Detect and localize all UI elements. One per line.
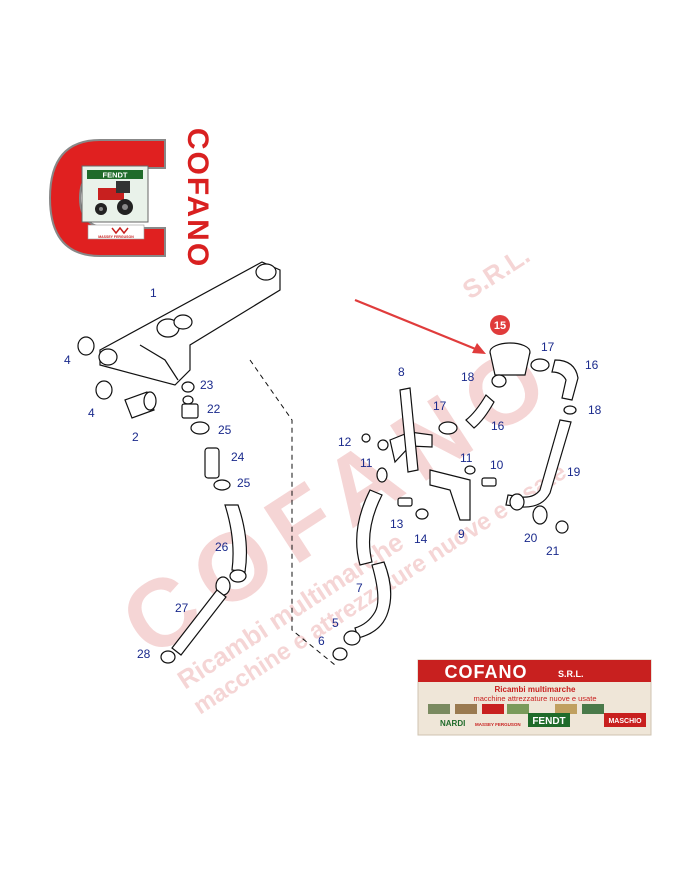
banner-tractor-icons bbox=[428, 704, 604, 714]
mf-badge-text: MASSEY FERGUSON bbox=[98, 235, 134, 239]
label-8: 8 bbox=[398, 365, 405, 379]
label-19: 19 bbox=[567, 465, 581, 479]
label-2: 2 bbox=[132, 430, 139, 444]
label-17b: 17 bbox=[433, 399, 447, 413]
label-14: 14 bbox=[414, 532, 428, 546]
label-25b: 25 bbox=[237, 476, 251, 490]
callout-labels: 1 2 4 4 5 6 7 8 9 10 11 11 12 13 14 16 1… bbox=[64, 286, 602, 661]
mf-logo-icon bbox=[111, 226, 129, 235]
banner-brand-nardi: NARDI bbox=[440, 719, 465, 728]
cofano-banner: COFANO S.R.L. Ricambi multimarche macchi… bbox=[417, 659, 652, 736]
label-7: 7 bbox=[356, 581, 363, 595]
label-9: 9 bbox=[458, 527, 465, 541]
part-bracket-assembly bbox=[397, 465, 497, 521]
part-center-hose-assembly bbox=[332, 431, 433, 661]
label-18a: 18 bbox=[461, 370, 475, 384]
part-washer-top bbox=[77, 336, 95, 356]
label-16b: 16 bbox=[491, 419, 505, 433]
label-23: 23 bbox=[200, 378, 214, 392]
label-22: 22 bbox=[207, 402, 221, 416]
label-1: 1 bbox=[150, 286, 157, 300]
part-washer-bottom bbox=[95, 380, 113, 400]
label-11a: 11 bbox=[360, 456, 373, 470]
fendt-badge-bg bbox=[87, 170, 143, 179]
banner-suffix: S.R.L. bbox=[558, 669, 584, 679]
part-right-hose-assembly bbox=[438, 342, 579, 534]
banner-subtitle-2: macchine attrezzature nuove e usate bbox=[474, 694, 597, 703]
label-26: 26 bbox=[215, 540, 229, 554]
label-24: 24 bbox=[231, 450, 245, 464]
label-13: 13 bbox=[390, 517, 404, 531]
label-21: 21 bbox=[546, 544, 560, 558]
label-4a: 4 bbox=[64, 353, 71, 367]
label-5: 5 bbox=[332, 616, 339, 630]
highlight-badge: 15 bbox=[490, 315, 510, 335]
fendt-badge-text: FENDT bbox=[103, 171, 128, 180]
banner-brand-maschio: MASCHIO bbox=[608, 718, 642, 725]
watermark-suffix: S.R.L. bbox=[457, 240, 535, 305]
tractor-icon bbox=[95, 181, 133, 215]
banner-brand-fendt: FENDT bbox=[532, 716, 565, 727]
label-4b: 4 bbox=[88, 406, 95, 420]
logo-brand-text: COFANO bbox=[181, 128, 214, 268]
label-27: 27 bbox=[175, 601, 189, 615]
label-11b: 11 bbox=[460, 451, 473, 465]
label-12: 12 bbox=[338, 435, 352, 449]
label-17a: 17 bbox=[541, 340, 555, 354]
label-25a: 25 bbox=[218, 423, 232, 437]
highlight-label: 15 bbox=[494, 320, 506, 332]
banner-title: COFANO bbox=[444, 662, 527, 682]
label-18b: 18 bbox=[588, 403, 602, 417]
pointer-arrow bbox=[354, 298, 486, 354]
label-6: 6 bbox=[318, 634, 325, 648]
part-left-hose-assembly bbox=[160, 381, 248, 664]
cofano-logo: FENDT MASSEY FERGUSON COFANO bbox=[48, 128, 214, 268]
part-plug bbox=[124, 391, 157, 419]
label-28: 28 bbox=[137, 647, 151, 661]
part-pipe bbox=[399, 387, 419, 473]
part-housing bbox=[98, 261, 281, 386]
label-20: 20 bbox=[524, 531, 538, 545]
banner-subtitle-1: Ricambi multimarche bbox=[495, 685, 576, 694]
banner-brand-mf: MASSEY FERGUSON bbox=[475, 722, 521, 727]
dashed-guide bbox=[249, 359, 336, 666]
label-10: 10 bbox=[490, 458, 504, 472]
label-16a: 16 bbox=[585, 358, 599, 372]
